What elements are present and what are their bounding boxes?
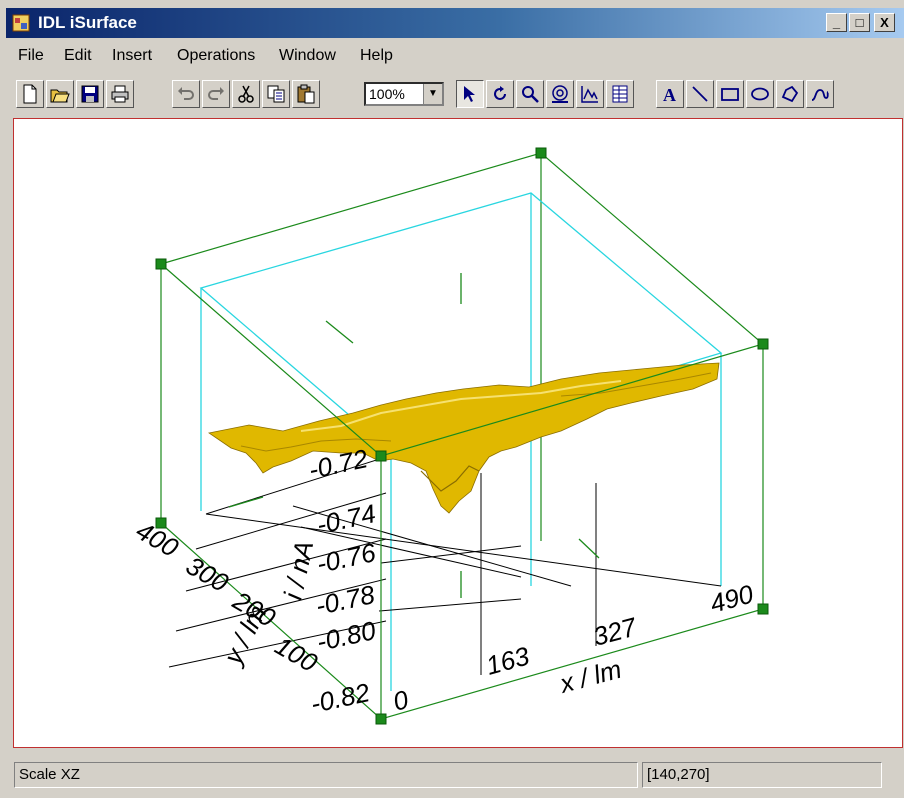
select-arrow-icon xyxy=(464,86,475,102)
svg-text:A: A xyxy=(663,85,676,104)
polygon-tool-button[interactable] xyxy=(776,80,804,108)
z-tick-label: -0.74 xyxy=(314,498,378,540)
freehand-tool-button[interactable] xyxy=(806,80,834,108)
undo-icon xyxy=(178,87,194,100)
rotate-icon xyxy=(494,86,506,100)
line-draw-icon xyxy=(692,86,708,102)
cut-button[interactable] xyxy=(232,80,260,108)
paste-icon xyxy=(297,84,315,104)
guide-ticks xyxy=(228,273,600,598)
menu-help[interactable]: Help xyxy=(360,47,393,64)
menu-insert[interactable]: Insert xyxy=(112,47,153,64)
rotate-tool-button[interactable] xyxy=(486,80,514,108)
corner-markers xyxy=(155,147,769,725)
x-tick-label: 327 xyxy=(590,611,641,652)
zoom-tool-button[interactable] xyxy=(516,80,544,108)
plot-canvas[interactable]: -0.82 -0.80 -0.78 -0.76 -0.74 -0.72 400 … xyxy=(13,118,903,748)
select-tool-button[interactable] xyxy=(456,80,484,108)
surface-plot xyxy=(207,362,720,514)
ellipse-icon xyxy=(751,87,769,101)
x-axis-title: x / lm xyxy=(555,654,625,700)
redo-icon xyxy=(208,87,224,100)
status-mode: Scale XZ xyxy=(14,762,638,788)
data-table-button[interactable] xyxy=(606,80,634,108)
chevron-down-icon[interactable]: ▼ xyxy=(423,84,442,104)
x-tick-label: 163 xyxy=(483,640,533,680)
polygon-icon xyxy=(781,85,799,103)
toolbar: 100% ▼ A xyxy=(6,74,904,114)
new-button[interactable] xyxy=(16,80,44,108)
new-icon xyxy=(23,84,37,104)
z-tick-label: -0.80 xyxy=(314,615,379,657)
z-tick-label: -0.76 xyxy=(314,537,379,579)
menu-file[interactable]: File xyxy=(18,47,44,64)
y-tick-label: 300 xyxy=(181,550,234,598)
line-profile-icon xyxy=(581,86,598,103)
view-pan-tool-button[interactable] xyxy=(546,80,574,108)
save-button[interactable] xyxy=(76,80,104,108)
save-icon xyxy=(81,85,99,103)
z-tick-label: -0.82 xyxy=(308,677,373,719)
menu-window[interactable]: Window xyxy=(279,47,336,64)
copy-button[interactable] xyxy=(262,80,290,108)
close-button[interactable]: X xyxy=(874,13,895,32)
rectangle-tool-button[interactable] xyxy=(716,80,744,108)
copy-icon xyxy=(267,85,285,103)
print-icon xyxy=(111,85,129,103)
data-table-icon xyxy=(612,85,628,103)
maximize-button[interactable]: □ xyxy=(849,13,870,32)
zoom-value: 100% xyxy=(369,86,405,102)
freehand-icon xyxy=(811,89,829,101)
undo-button[interactable] xyxy=(172,80,200,108)
open-button[interactable] xyxy=(46,80,74,108)
menu-operations[interactable]: Operations xyxy=(177,47,256,64)
z-tick-label: -0.78 xyxy=(313,579,378,621)
cut-icon xyxy=(238,85,254,103)
ellipse-tool-button[interactable] xyxy=(746,80,774,108)
floor-grid xyxy=(168,455,722,675)
minimize-button[interactable]: _ xyxy=(826,13,847,32)
window-title: IDL iSurface xyxy=(38,13,137,32)
paste-button[interactable] xyxy=(292,80,320,108)
app-icon xyxy=(12,14,30,32)
zoom-icon xyxy=(522,86,539,103)
text-tool-button[interactable]: A xyxy=(656,80,684,108)
y-tick-label: 100 xyxy=(270,630,323,678)
line-tool-button[interactable] xyxy=(686,80,714,108)
line-profile-tool-button[interactable] xyxy=(576,80,604,108)
rectangle-icon xyxy=(721,88,739,101)
y-axis-title: y / lm xyxy=(217,600,273,671)
print-button[interactable] xyxy=(106,80,134,108)
menu-edit[interactable]: Edit xyxy=(64,47,92,64)
text-icon: A xyxy=(663,85,676,104)
redo-button[interactable] xyxy=(202,80,230,108)
open-icon xyxy=(50,89,70,103)
menu-bar: File Edit Insert Operations Window Help xyxy=(6,40,904,72)
x-tick-label: 0 xyxy=(390,684,412,717)
y-tick-label: 400 xyxy=(131,515,184,563)
view-pan-icon xyxy=(552,85,568,103)
title-bar[interactable]: IDL iSurface _ □ X xyxy=(6,8,904,38)
zoom-select[interactable]: 100% ▼ xyxy=(364,82,444,106)
status-coords: [140,270] xyxy=(642,762,882,788)
status-bar: Scale XZ [140,270] xyxy=(6,760,904,792)
